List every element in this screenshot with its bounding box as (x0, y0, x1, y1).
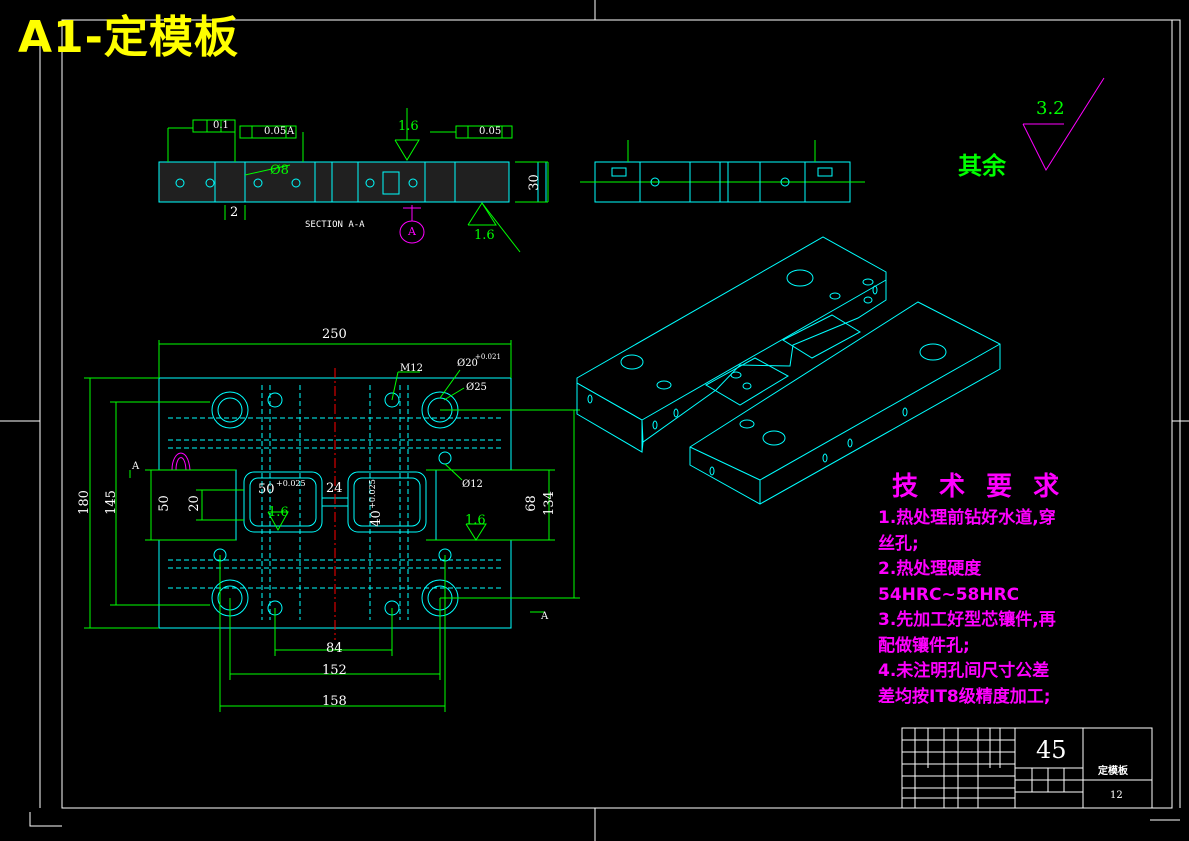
tech-line: 4.未注明孔间尺寸公差 (878, 661, 1050, 681)
tech-requirements-title: 技 术 要 求 (892, 472, 1066, 502)
dim-152: 152 (322, 663, 347, 678)
hole-d12: Ø12 (462, 479, 483, 490)
datum-left-frame: A (287, 126, 295, 137)
pocket-right-tol: +0.025 (367, 479, 377, 509)
roughness-pocket-left: 1.6 (268, 505, 289, 520)
dim-134: 134 (541, 491, 557, 516)
title-block-number: 12 (1110, 790, 1123, 801)
roughness-other-value: 3.2 (1036, 98, 1065, 119)
section-label: SECTION A-A (305, 220, 365, 230)
dim-20: 20 (186, 495, 202, 512)
tech-line: 2.热处理硬度 (878, 559, 982, 579)
height-label: 30 (526, 174, 542, 191)
dim-180: 180 (76, 490, 92, 515)
roughness-bottom-value: 1.6 (474, 228, 495, 243)
hole-d20: Ø20 (457, 358, 478, 369)
section-marker: A (408, 225, 416, 238)
depth-label: 2 (230, 205, 239, 220)
dim-158: 158 (322, 694, 347, 709)
tol-perp-left: 0.05 (264, 126, 287, 137)
dim-24: 24 (326, 481, 343, 496)
thread-m12: M12 (400, 363, 423, 374)
hole-dia-label: Ø8 (270, 163, 289, 178)
title-block-part-name: 定模板 (1098, 766, 1128, 777)
roughness-other-symbol (1022, 77, 1105, 172)
section-view (158, 108, 549, 253)
pocket-right-dim: 40 (368, 510, 384, 527)
pocket-left-tol: +0.025 (276, 479, 306, 488)
roughness-other-label: 其余 (958, 152, 1006, 180)
tol-perp-right: 0.05 (479, 126, 502, 137)
tech-line: 差均按IT8级精度加工; (878, 686, 1051, 707)
roughness-pocket-right: 1.6 (465, 513, 486, 528)
pocket-left-dim: 50 (258, 482, 275, 497)
dim-50: 50 (156, 495, 172, 512)
hole-d25: Ø25 (466, 382, 487, 393)
dim-68: 68 (523, 495, 539, 512)
dim-145: 145 (103, 490, 119, 515)
tech-line: 1.热处理前钻好水道,穿 (878, 508, 1056, 528)
tech-line: 丝孔; (878, 533, 919, 554)
title-block-material: 45 (1036, 736, 1067, 764)
datum-marker-right: A (541, 611, 549, 622)
side-view (580, 140, 865, 203)
drawing-title: A1-定模板 (18, 12, 239, 63)
dim-250: 250 (322, 327, 347, 342)
datum-marker-left: A (132, 461, 140, 472)
tech-requirements-list: 1.热处理前钻好水道,穿 丝孔; 2.热处理硬度 54HRC~58HRC 3.先… (878, 506, 1108, 710)
hole-d20-tol: +0.021 (475, 353, 501, 361)
title-block (901, 727, 1153, 809)
tech-line: 配做镶件孔; (878, 635, 970, 656)
tech-line: 3.先加工好型芯镶件,再 (878, 610, 1056, 630)
isometric-view (576, 236, 1001, 505)
roughness-top-value: 1.6 (398, 119, 419, 134)
dim-84: 84 (326, 641, 343, 656)
tech-line: 54HRC~58HRC (878, 584, 1020, 605)
plan-view (84, 340, 580, 712)
tol-parallel: 0.1 (213, 120, 229, 131)
